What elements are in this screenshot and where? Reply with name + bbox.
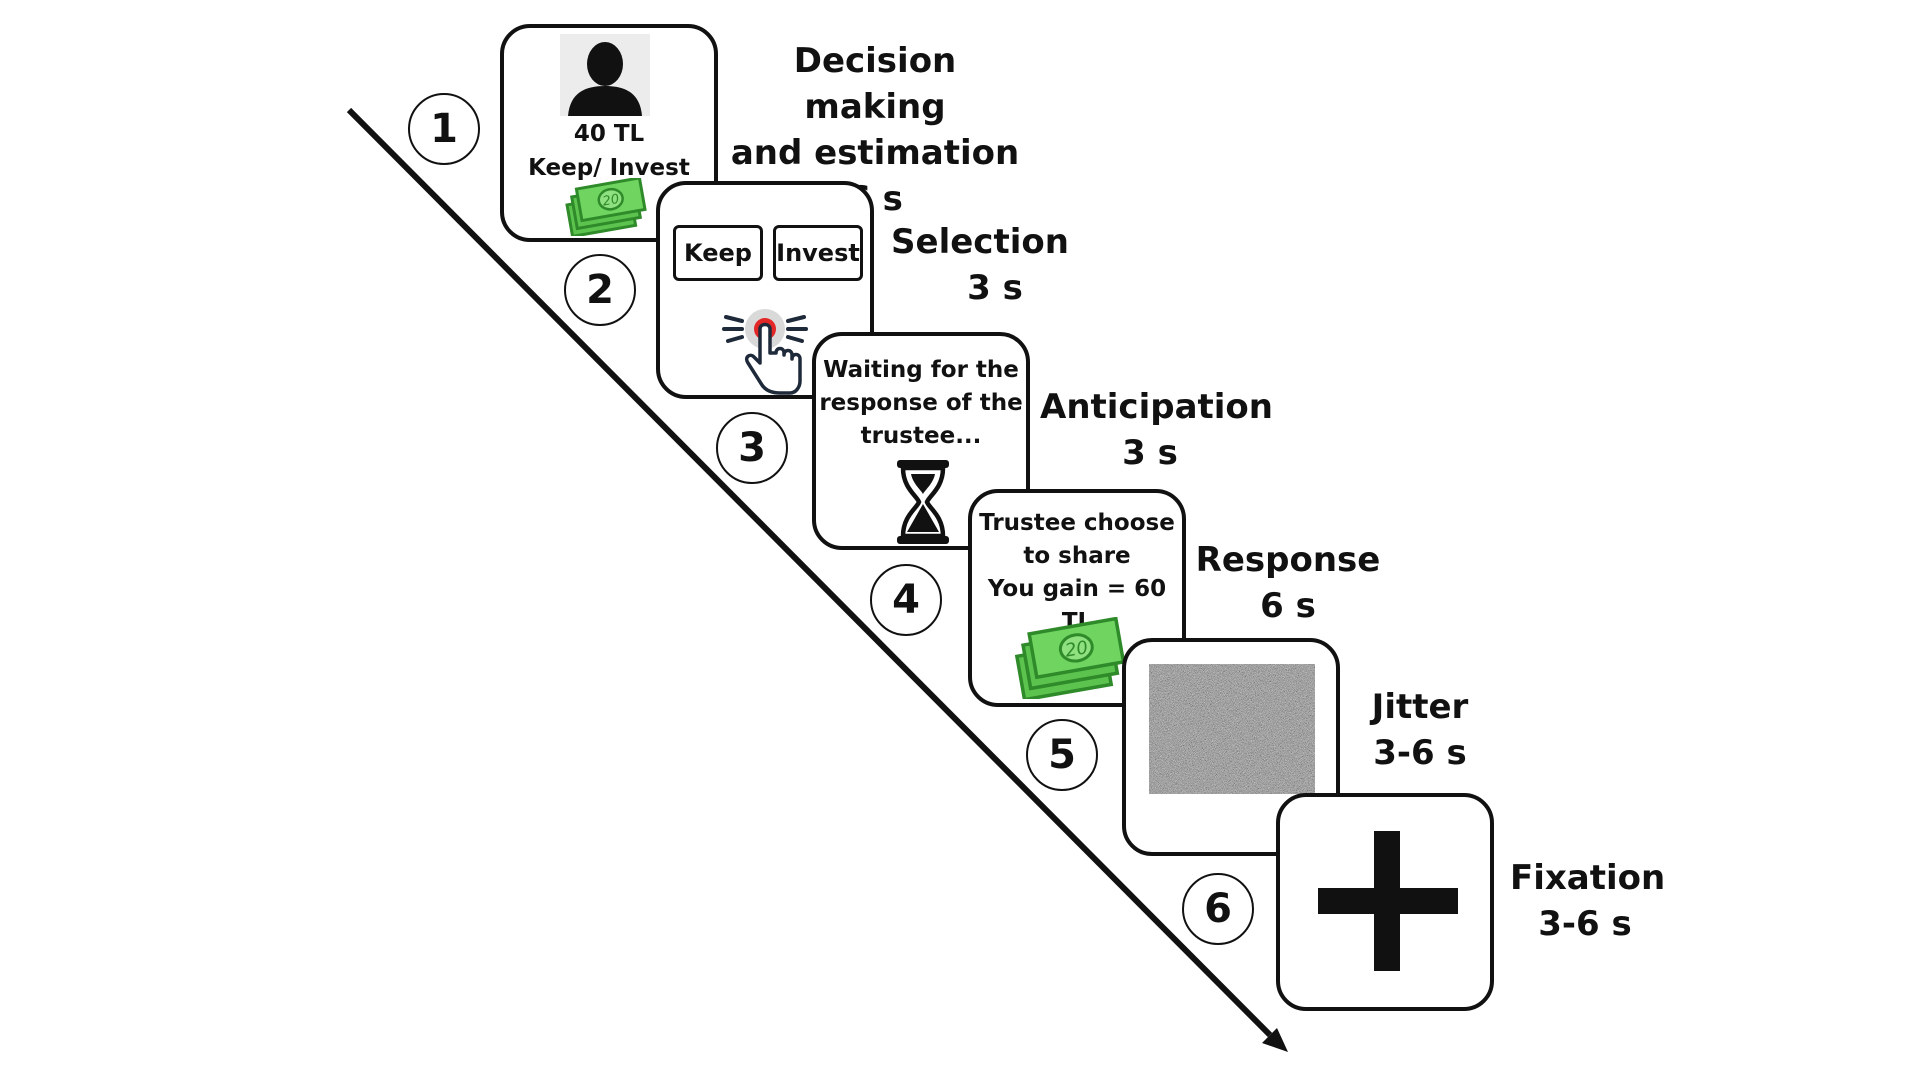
step-title-4: Response — [1195, 540, 1381, 580]
money-note-text: 20 — [602, 192, 621, 210]
step-label-6: Fixation 3-6 s — [1510, 855, 1666, 947]
step-title-1b: and estimation — [730, 133, 1020, 173]
money-note-text: 20 — [1063, 637, 1089, 662]
step-duration-6: 3-6 s — [1538, 904, 1632, 944]
panel-fixation — [1276, 793, 1494, 1011]
noise-pattern — [1149, 664, 1315, 794]
step-number-2: 2 — [564, 254, 636, 326]
step-label-4: Response 6 s — [1188, 537, 1388, 629]
response-line-1: Trustee choose — [979, 510, 1175, 536]
step-label-5: Jitter 3-6 s — [1360, 684, 1480, 776]
waiting-line-2: response of the — [819, 390, 1023, 416]
amount-text: 40 TL — [573, 121, 645, 147]
step-number-3: 3 — [716, 412, 788, 484]
step-title-5: Jitter — [1371, 687, 1469, 727]
money-icon: 20 — [1014, 617, 1126, 699]
waiting-line-3: trustee... — [860, 423, 982, 449]
invest-button: Invest — [773, 225, 863, 281]
step-number-1: 1 — [408, 93, 480, 165]
step-title-1a: Decision making — [793, 41, 957, 127]
step-number-6: 6 — [1182, 873, 1254, 945]
step-title-6: Fixation — [1510, 858, 1666, 898]
step-duration-4: 6 s — [1260, 586, 1316, 626]
panel-anticipation: Waiting for the response of the trustee.… — [812, 332, 1030, 550]
panel-jitter — [1122, 638, 1340, 856]
step-duration-2: 3 s — [967, 268, 1023, 308]
money-icon: 20 — [565, 178, 647, 236]
step-label-3: Anticipation 3 s — [1040, 384, 1273, 476]
step-label-2: Selection 3 s — [880, 219, 1080, 311]
keep-button: Keep — [673, 225, 763, 281]
fixation-cross-horizontal — [1318, 888, 1458, 914]
step-label-1: Decision making and estimation 6 s — [720, 38, 1030, 222]
step-number-4: 4 — [870, 564, 942, 636]
person-icon — [560, 34, 650, 116]
step-duration-5: 3-6 s — [1373, 733, 1467, 773]
step-duration-3: 3 s — [1122, 433, 1178, 473]
response-line-2: to share — [1023, 543, 1131, 569]
step-title-3: Anticipation — [1040, 387, 1273, 427]
step-number-5: 5 — [1026, 719, 1098, 791]
panel-response: Trustee choose to share You gain = 60 TL… — [968, 489, 1186, 707]
keep-invest-prompt: Keep/ Invest — [528, 155, 690, 181]
hourglass-icon — [897, 460, 949, 544]
click-button-icon — [722, 309, 808, 395]
step-title-2: Selection — [891, 222, 1069, 262]
waiting-line-1: Waiting for the — [823, 357, 1019, 383]
